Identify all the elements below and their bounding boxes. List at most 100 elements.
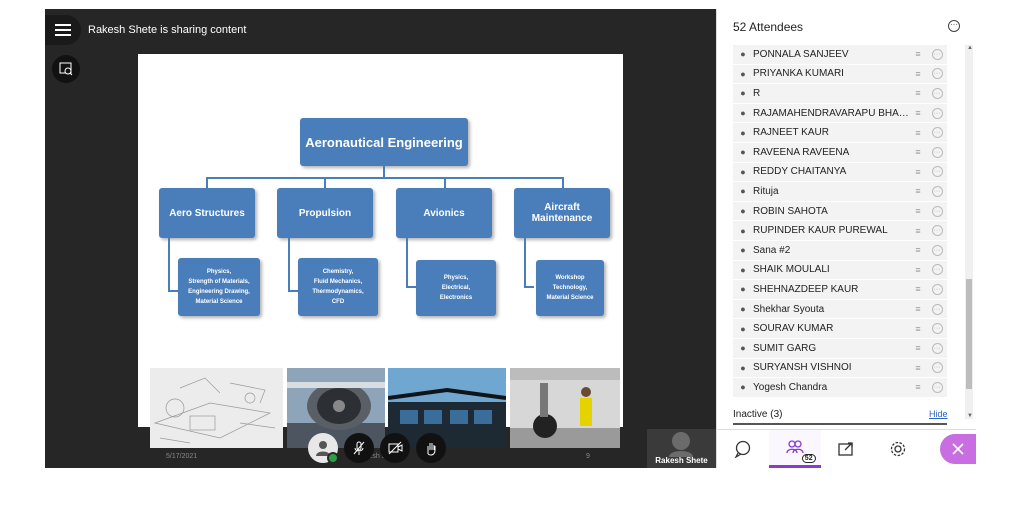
- attendee-options-icon[interactable]: ···: [931, 362, 943, 374]
- tab-chat[interactable]: [717, 430, 769, 468]
- list-item[interactable]: ●RAVEENA RAVEENA≡···: [733, 142, 947, 163]
- role-icon: ≡: [915, 225, 921, 236]
- attendee-options-icon[interactable]: ···: [931, 283, 943, 295]
- my-status-button[interactable]: [308, 433, 339, 464]
- list-item[interactable]: ●Sana #2≡···: [733, 240, 947, 261]
- connector: [406, 286, 416, 288]
- attendees-panel: 52 Attendees ··· ●PONNALA SANJEEV≡··· ●P…: [716, 9, 976, 468]
- attendee-options-icon[interactable]: ···: [931, 146, 943, 158]
- attendee-name: SUMIT GARG: [753, 342, 817, 354]
- tab-settings[interactable]: [872, 430, 924, 468]
- list-item[interactable]: ●R≡···: [733, 84, 947, 104]
- sub-text: CFD: [331, 299, 345, 305]
- scroll-down-icon[interactable]: ▼: [967, 413, 973, 419]
- person-icon: ●: [740, 382, 746, 393]
- attendee-options-icon[interactable]: ···: [931, 381, 943, 393]
- attendee-options-icon[interactable]: ···: [931, 87, 943, 99]
- list-item[interactable]: ●PONNALA SANJEEV≡···: [733, 45, 947, 65]
- close-icon: [952, 443, 964, 455]
- attendee-options-icon[interactable]: ···: [931, 107, 943, 119]
- list-item[interactable]: ●ROBIN SAHOTA≡···: [733, 201, 947, 222]
- zoom-icon: [59, 62, 73, 76]
- list-item[interactable]: ●SUMIT GARG≡···: [733, 338, 947, 359]
- hand-icon: [427, 443, 436, 456]
- role-icon: ≡: [915, 362, 921, 373]
- list-item[interactable]: ●Rituja≡···: [733, 182, 947, 202]
- attendee-options-icon[interactable]: ···: [931, 185, 943, 197]
- tab-attendees[interactable]: 52: [768, 430, 821, 468]
- attendee-name: Rituja: [753, 185, 779, 197]
- attendee-name: SURYANSH VISHNOI: [753, 362, 852, 374]
- scrollbar-thumb[interactable]: [966, 279, 972, 389]
- list-item[interactable]: ●REDDY CHAITANYA≡···: [733, 162, 947, 183]
- list-item[interactable]: ●SHAIK MOULALI≡···: [733, 260, 947, 281]
- sub-text: Material Science: [546, 295, 594, 301]
- sub-text: Fluid Mechanics,: [313, 279, 363, 285]
- attendee-options-icon[interactable]: ···: [931, 264, 943, 276]
- panel-more-options-icon[interactable]: ···: [948, 20, 960, 32]
- list-item[interactable]: ●RAJNEET KAUR≡···: [733, 123, 947, 143]
- list-item[interactable]: ●SHEHNAZDEEP KAUR≡···: [733, 280, 947, 300]
- attendee-name: R: [753, 87, 761, 99]
- attendee-options-icon[interactable]: ···: [931, 205, 943, 217]
- sub-text: Electronics: [439, 295, 473, 301]
- sub-box-avionics: Physics, Electrical, Electronics: [416, 260, 496, 316]
- camera-button[interactable]: [380, 433, 410, 463]
- tab-share-content[interactable]: [821, 430, 873, 468]
- role-icon: ≡: [915, 186, 921, 197]
- attendee-options-icon[interactable]: ···: [931, 303, 943, 315]
- raise-hand-button[interactable]: [416, 433, 446, 463]
- attendee-name: RAJAMAHENDRAVARAPU BHAN...: [753, 107, 909, 119]
- list-item[interactable]: ●Shekhar Syouta≡···: [733, 299, 947, 320]
- sub-box-aircraft-maintenance: Workshop Technology, Material Science: [536, 260, 604, 316]
- attendee-options-icon[interactable]: ···: [931, 323, 943, 335]
- person-icon: ●: [740, 206, 746, 217]
- gear-icon: [891, 441, 906, 457]
- list-item[interactable]: ●SOURAV KUMAR≡···: [733, 319, 947, 339]
- role-icon: ≡: [915, 304, 921, 315]
- divider: [733, 423, 947, 425]
- person-icon: ●: [740, 108, 746, 119]
- list-item[interactable]: ●Yogesh Chandra≡···: [733, 378, 947, 398]
- attendee-name: ROBIN SAHOTA: [753, 205, 828, 217]
- attendee-options-icon[interactable]: ···: [931, 68, 943, 80]
- zoom-content-button[interactable]: [52, 55, 80, 83]
- attendee-scrollbar[interactable]: [965, 45, 973, 419]
- role-icon: ≡: [915, 382, 921, 393]
- role-icon: ≡: [915, 245, 921, 256]
- sub-text: Physics,: [206, 269, 232, 275]
- list-item[interactable]: ●RUPINDER KAUR PUREWAL≡···: [733, 221, 947, 241]
- microphone-button[interactable]: [344, 433, 374, 463]
- person-icon: ●: [740, 49, 746, 60]
- hide-inactive-link[interactable]: Hide: [929, 409, 948, 419]
- scroll-up-icon[interactable]: ▲: [967, 45, 973, 51]
- attendee-name: REDDY CHAITANYA: [753, 166, 847, 178]
- cockpit-image: [388, 368, 506, 448]
- share-banner: Rakesh Shete is sharing content: [88, 24, 247, 36]
- attendee-options-icon[interactable]: ···: [931, 48, 943, 60]
- close-panel-button[interactable]: [939, 434, 976, 464]
- list-item[interactable]: ● RAJAMAHENDRAVARAPU BHAN... ≡ ···: [733, 103, 947, 124]
- connector: [206, 177, 208, 188]
- connector: [383, 166, 385, 178]
- sub-text: Material Science: [195, 299, 243, 305]
- attendee-options-icon[interactable]: ···: [931, 244, 943, 256]
- avatar-icon: [316, 441, 330, 456]
- attendees-panel-title: 52 Attendees: [733, 20, 804, 34]
- list-item[interactable]: ●SURYANSH VISHNOI≡···: [733, 358, 947, 379]
- attendee-options-icon[interactable]: ···: [931, 225, 943, 237]
- presenter-video-tile[interactable]: Rakesh Shete: [647, 429, 716, 468]
- attendee-options-icon[interactable]: ···: [931, 166, 943, 178]
- list-item[interactable]: ●PRIYANKA KUMARI≡···: [733, 64, 947, 85]
- connector: [524, 238, 526, 286]
- person-icon: ●: [740, 323, 746, 334]
- session-menu-button[interactable]: [45, 15, 81, 45]
- attendee-name: SOURAV KUMAR: [753, 323, 834, 335]
- sub-text: Workshop: [555, 275, 585, 281]
- role-icon: ≡: [915, 108, 921, 119]
- attendee-options-icon[interactable]: ···: [931, 127, 943, 139]
- slide-footer-page: 9: [586, 453, 590, 460]
- attendee-options-icon[interactable]: ···: [931, 342, 943, 354]
- tab-close-panel[interactable]: [924, 430, 976, 468]
- slide-footer-author: Rakesh Shete: [356, 453, 400, 460]
